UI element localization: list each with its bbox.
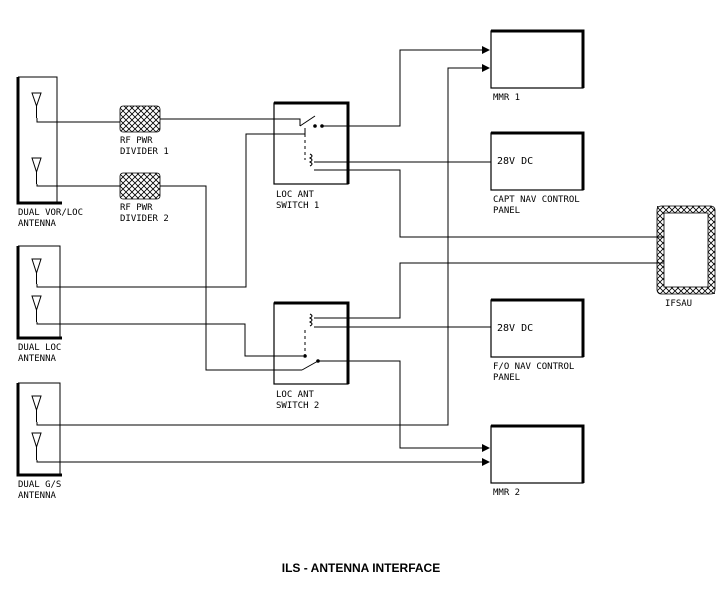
divider-2-label-2: DIVIDER 2 <box>120 214 169 224</box>
fo-panel-power-label: 28V DC <box>497 323 533 334</box>
divider-2-label-1: RF PWR <box>120 203 153 213</box>
mmr-2-label: MMR 2 <box>493 488 520 498</box>
antenna-icon <box>31 157 42 184</box>
wire <box>36 129 306 288</box>
capt-nav-control-panel: 28V DC CAPT NAV CONTROL PANEL <box>490 131 585 216</box>
switch-contact <box>303 354 307 358</box>
wire <box>36 184 120 187</box>
divider-1-label-2: DIVIDER 1 <box>120 147 169 157</box>
switch-1-label-2: SWITCH 1 <box>276 201 319 211</box>
antenna-icon <box>31 432 42 460</box>
wire <box>318 360 490 452</box>
antenna-icon <box>31 395 42 422</box>
gs-antenna-label-1: DUAL G/S <box>18 480 61 490</box>
loc-ant-switch-2: LOC ANT SWITCH 2 <box>273 301 350 411</box>
antenna-icon <box>31 295 42 322</box>
wire <box>314 262 664 319</box>
relay-coil <box>308 153 313 167</box>
dual-loc-antenna: DUAL LOC ANTENNA <box>16 245 62 364</box>
loc-antenna-label-2: ANTENNA <box>18 354 57 364</box>
relay-coil <box>308 313 313 327</box>
wiring <box>36 46 664 466</box>
wire <box>322 46 490 127</box>
fo-panel-label-2: PANEL <box>493 373 520 383</box>
loc-ant-switch-1: LOC ANT SWITCH 1 <box>273 101 350 211</box>
rf-pwr-divider-2: RF PWR DIVIDER 2 <box>119 172 169 224</box>
mmr-2-unit: MMR 2 <box>490 424 585 498</box>
fo-panel-label-1: F/O NAV CONTROL <box>493 362 574 372</box>
switch-1-label-1: LOC ANT <box>276 190 315 200</box>
wire <box>314 169 664 238</box>
switch-2-label-1: LOC ANT <box>276 390 315 400</box>
capt-panel-label-2: PANEL <box>493 206 520 216</box>
gs-antenna-label-2: ANTENNA <box>18 491 57 501</box>
switch-contact <box>313 124 317 128</box>
antenna-icon <box>31 92 42 118</box>
capt-panel-label-1: CAPT NAV CONTROL <box>493 195 580 205</box>
wire <box>36 322 303 357</box>
capt-panel-power-label: 28V DC <box>497 156 533 167</box>
switch-2-label-2: SWITCH 2 <box>276 401 319 411</box>
mmr-1-unit: MMR 1 <box>490 29 585 103</box>
divider-1-label-1: RF PWR <box>120 136 153 146</box>
loc-antenna-label-1: DUAL LOC <box>18 343 61 353</box>
wire <box>36 118 120 123</box>
wire <box>160 185 302 371</box>
antenna-icon <box>31 258 42 284</box>
wire <box>36 64 490 426</box>
rf-pwr-divider-1: RF PWR DIVIDER 1 <box>119 105 169 157</box>
wire <box>160 118 301 126</box>
mmr-1-label: MMR 1 <box>493 93 520 103</box>
vor-loc-antenna-label-2: ANTENNA <box>18 219 57 229</box>
dual-gs-antenna: DUAL G/S ANTENNA <box>16 382 62 501</box>
vor-loc-antenna-label-1: DUAL VOR/LOC <box>18 208 83 218</box>
diagram-title: ILS - ANTENNA INTERFACE <box>281 561 441 575</box>
fo-nav-control-panel: 28V DC F/O NAV CONTROL PANEL <box>490 298 585 383</box>
ifsau-label: IFSAU <box>665 299 692 309</box>
wire <box>36 458 490 466</box>
ifsau-unit: IFSAU <box>656 205 716 309</box>
dual-vor-loc-antenna: DUAL VOR/LOC ANTENNA <box>16 76 83 229</box>
